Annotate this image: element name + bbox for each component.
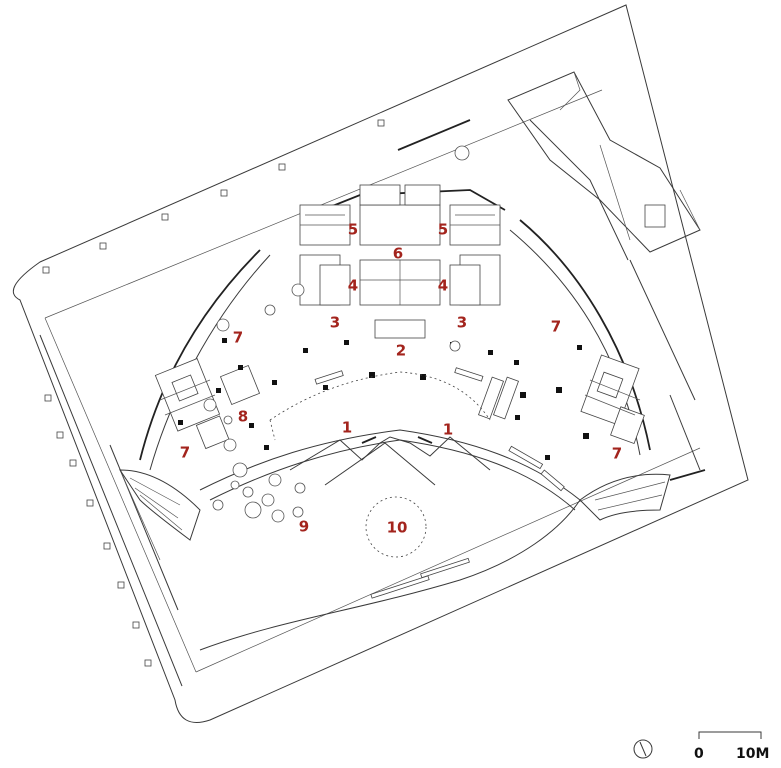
perimeter-markers (42, 119, 385, 667)
right-wing-edge (629, 259, 706, 481)
plaza-boundary (199, 499, 581, 651)
label-8: 8 (238, 408, 248, 426)
central-circle (365, 496, 427, 558)
room-labels: 1 1 2 3 3 4 4 5 5 6 7 7 7 7 8 9 10 (180, 221, 622, 537)
label-7-upper-left: 7 (233, 329, 243, 347)
label-9: 9 (299, 518, 309, 536)
adjacent-structures (397, 71, 701, 261)
label-5-left: 5 (348, 221, 358, 239)
core-rooms (299, 184, 501, 339)
label-1-left: 1 (342, 419, 352, 437)
label-7-lower-left: 7 (180, 444, 190, 462)
label-3-right: 3 (457, 314, 467, 332)
left-wing-rooms (154, 358, 261, 450)
label-7-lower-right: 7 (612, 445, 622, 463)
label-1-right: 1 (443, 421, 453, 439)
trees (203, 145, 470, 523)
label-3-left: 3 (330, 314, 340, 332)
interior-circulation (269, 371, 491, 441)
right-wing-rooms (478, 354, 645, 445)
site-boundary (12, 4, 749, 723)
scale-start-label: 0 (694, 746, 704, 762)
label-4-left: 4 (348, 277, 358, 295)
label-6: 6 (393, 245, 403, 263)
scale-end-label: 10M (736, 746, 769, 762)
label-4-right: 4 (438, 277, 448, 295)
benches (314, 367, 565, 599)
north-arrow-icon (633, 739, 653, 759)
label-5-right: 5 (438, 221, 448, 239)
label-2: 2 (396, 342, 406, 360)
entrance-canopies (289, 436, 491, 486)
label-7-upper-right: 7 (551, 318, 561, 336)
stair-fans (119, 469, 671, 541)
label-10: 10 (387, 519, 408, 537)
scale-bar: 0 10M (694, 731, 769, 762)
